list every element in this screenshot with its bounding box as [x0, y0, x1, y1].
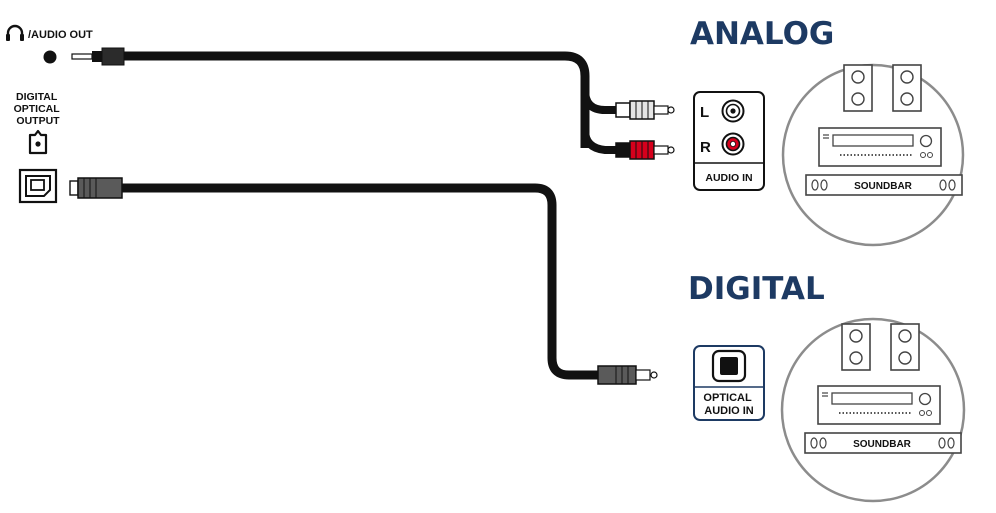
analog-heading: ANALOG — [690, 16, 834, 52]
tv-audio-panel: /AUDIO OUT DIGITAL OPTICAL OUTPUT — [6, 24, 93, 204]
speaker-icon — [843, 64, 873, 112]
digital-cable — [69, 177, 658, 385]
optical-audio-in-jack: OPTICAL AUDIO IN — [693, 345, 765, 421]
optical-plug — [597, 365, 658, 385]
analog-audio-in-jack: L R AUDIO IN — [693, 91, 765, 191]
rca-plug-red — [615, 140, 675, 160]
rca-plug-white — [615, 100, 675, 120]
digital-equipment: SOUNDBAR — [780, 317, 966, 503]
soundbar-icon: SOUNDBAR — [805, 174, 963, 196]
soundbar-label: SOUNDBAR — [853, 439, 912, 450]
rca-jack-right — [721, 132, 745, 156]
digital-optical-output-label: DIGITAL OPTICAL OUTPUT — [14, 91, 63, 127]
optical-audio-in-line-2: AUDIO IN — [704, 405, 754, 417]
optical-label-line-1: DIGITAL — [16, 91, 58, 103]
rca-jack-left — [721, 99, 745, 123]
speaker-icon — [841, 323, 871, 371]
optical-port-icon — [28, 129, 48, 155]
receiver-icon — [817, 385, 941, 425]
soundbar-label: SOUNDBAR — [854, 181, 913, 192]
right-channel-label: R — [700, 139, 711, 156]
optical-label-line-3: OUTPUT — [16, 115, 60, 127]
speaker-icon — [892, 64, 922, 112]
speaker-icon — [890, 323, 920, 371]
analog-equipment: SOUNDBAR — [781, 63, 965, 247]
audio-in-label: AUDIO IN — [705, 172, 752, 184]
optical-audio-in-line-1: OPTICAL — [703, 392, 752, 404]
audio-out-label: /AUDIO OUT — [28, 29, 93, 41]
audio-out-jack — [43, 50, 57, 64]
left-channel-label: L — [700, 104, 709, 121]
optical-label-line-2: OPTICAL — [14, 103, 61, 115]
digital-heading: DIGITAL — [688, 271, 825, 307]
analog-cable — [71, 47, 675, 160]
receiver-icon — [818, 127, 942, 167]
toslink-port-icon — [18, 168, 58, 204]
optical-jack-icon — [711, 349, 747, 383]
headphones-icon — [6, 24, 24, 41]
optical-audio-in-label: OPTICAL AUDIO IN — [703, 392, 754, 417]
soundbar-icon: SOUNDBAR — [804, 432, 962, 454]
